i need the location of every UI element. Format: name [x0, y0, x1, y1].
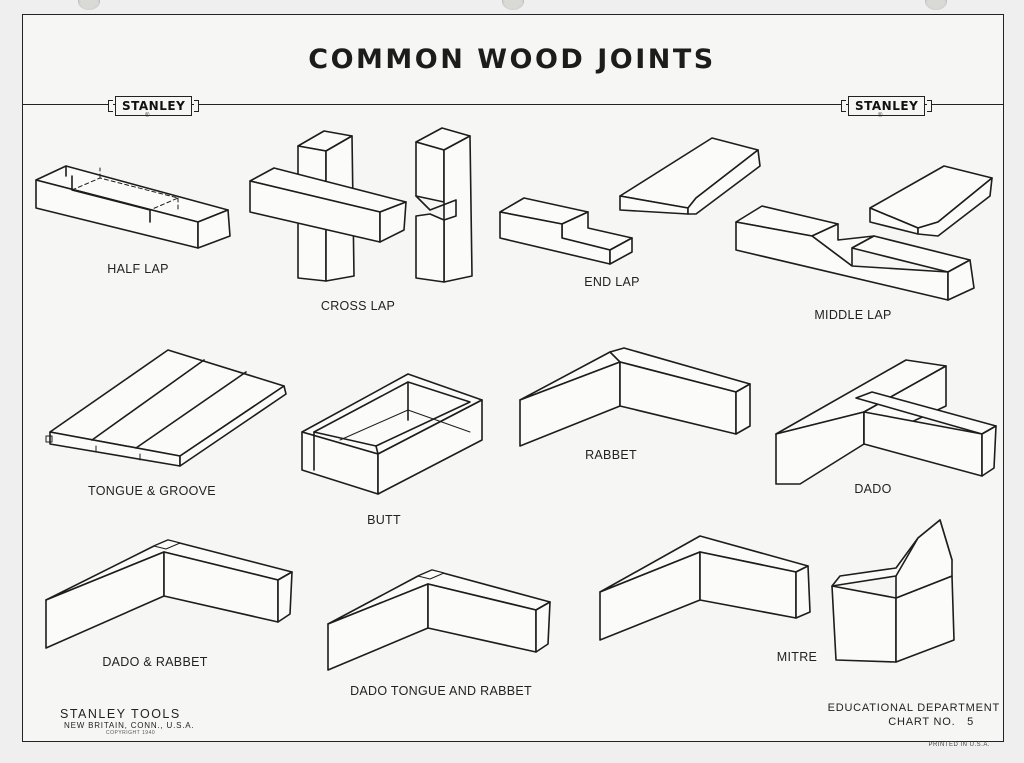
label-butt: BUTT	[367, 513, 401, 527]
stanley-logo-left: STANLEY	[107, 96, 200, 116]
printed-note: PRINTED IN U.S.A.	[928, 742, 990, 748]
chart-title: COMMON WOOD JOINTS	[308, 44, 716, 75]
chart-info-block: EDUCATIONAL DEPARTMENT CHART NO. 5	[828, 701, 1000, 729]
rabbet-drawing	[519, 347, 751, 447]
binder-hole-middle	[502, 0, 524, 10]
tongue-groove-drawing	[45, 349, 287, 467]
publisher-block: STANLEY TOOLS NEW BRITAIN, CONN., U.S.A.…	[60, 707, 194, 736]
dado-tongue-rabbet-drawing	[327, 569, 551, 671]
label-half-lap: HALF LAP	[107, 262, 169, 276]
middle-lap-drawing	[735, 165, 993, 301]
label-end-lap: END LAP	[584, 275, 640, 289]
label-rabbet: RABBET	[585, 448, 637, 462]
chart-number: CHART NO. 5	[888, 716, 974, 728]
department-name: EDUCATIONAL DEPARTMENT	[827, 702, 1000, 714]
label-dado-tongue-rabbet: DADO TONGUE AND RABBET	[350, 684, 532, 698]
label-dado: DADO	[854, 482, 892, 496]
binder-hole-right	[925, 0, 947, 10]
publisher-location: NEW BRITAIN, CONN., U.S.A.	[64, 721, 195, 730]
label-tongue-groove: TONGUE & GROOVE	[88, 484, 216, 498]
dado-rabbet-drawing	[45, 539, 293, 649]
mitre-corner-drawing	[831, 519, 955, 663]
label-mitre: MITRE	[776, 650, 818, 664]
butt-drawing	[301, 373, 483, 495]
label-dado-rabbet: DADO & RABBET	[102, 655, 208, 669]
binder-hole-left	[78, 0, 100, 10]
title-rule	[22, 104, 1004, 105]
dado-drawing	[775, 359, 997, 485]
label-middle-lap: MIDDLE LAP	[814, 308, 892, 322]
publisher-name: STANLEY TOOLS	[60, 707, 181, 721]
stanley-logo-right: STANLEY	[840, 96, 933, 116]
label-cross-lap: CROSS LAP	[320, 299, 396, 313]
registered-mark-right: ®	[878, 113, 883, 119]
end-lap-drawing	[499, 137, 761, 265]
registered-mark-left: ®	[145, 113, 150, 119]
copyright-note: COPYRIGHT 1940	[106, 730, 156, 736]
cross-lap-drawing	[249, 127, 473, 283]
mitre-flat-drawing	[599, 535, 811, 641]
half-lap-drawing	[35, 165, 231, 249]
